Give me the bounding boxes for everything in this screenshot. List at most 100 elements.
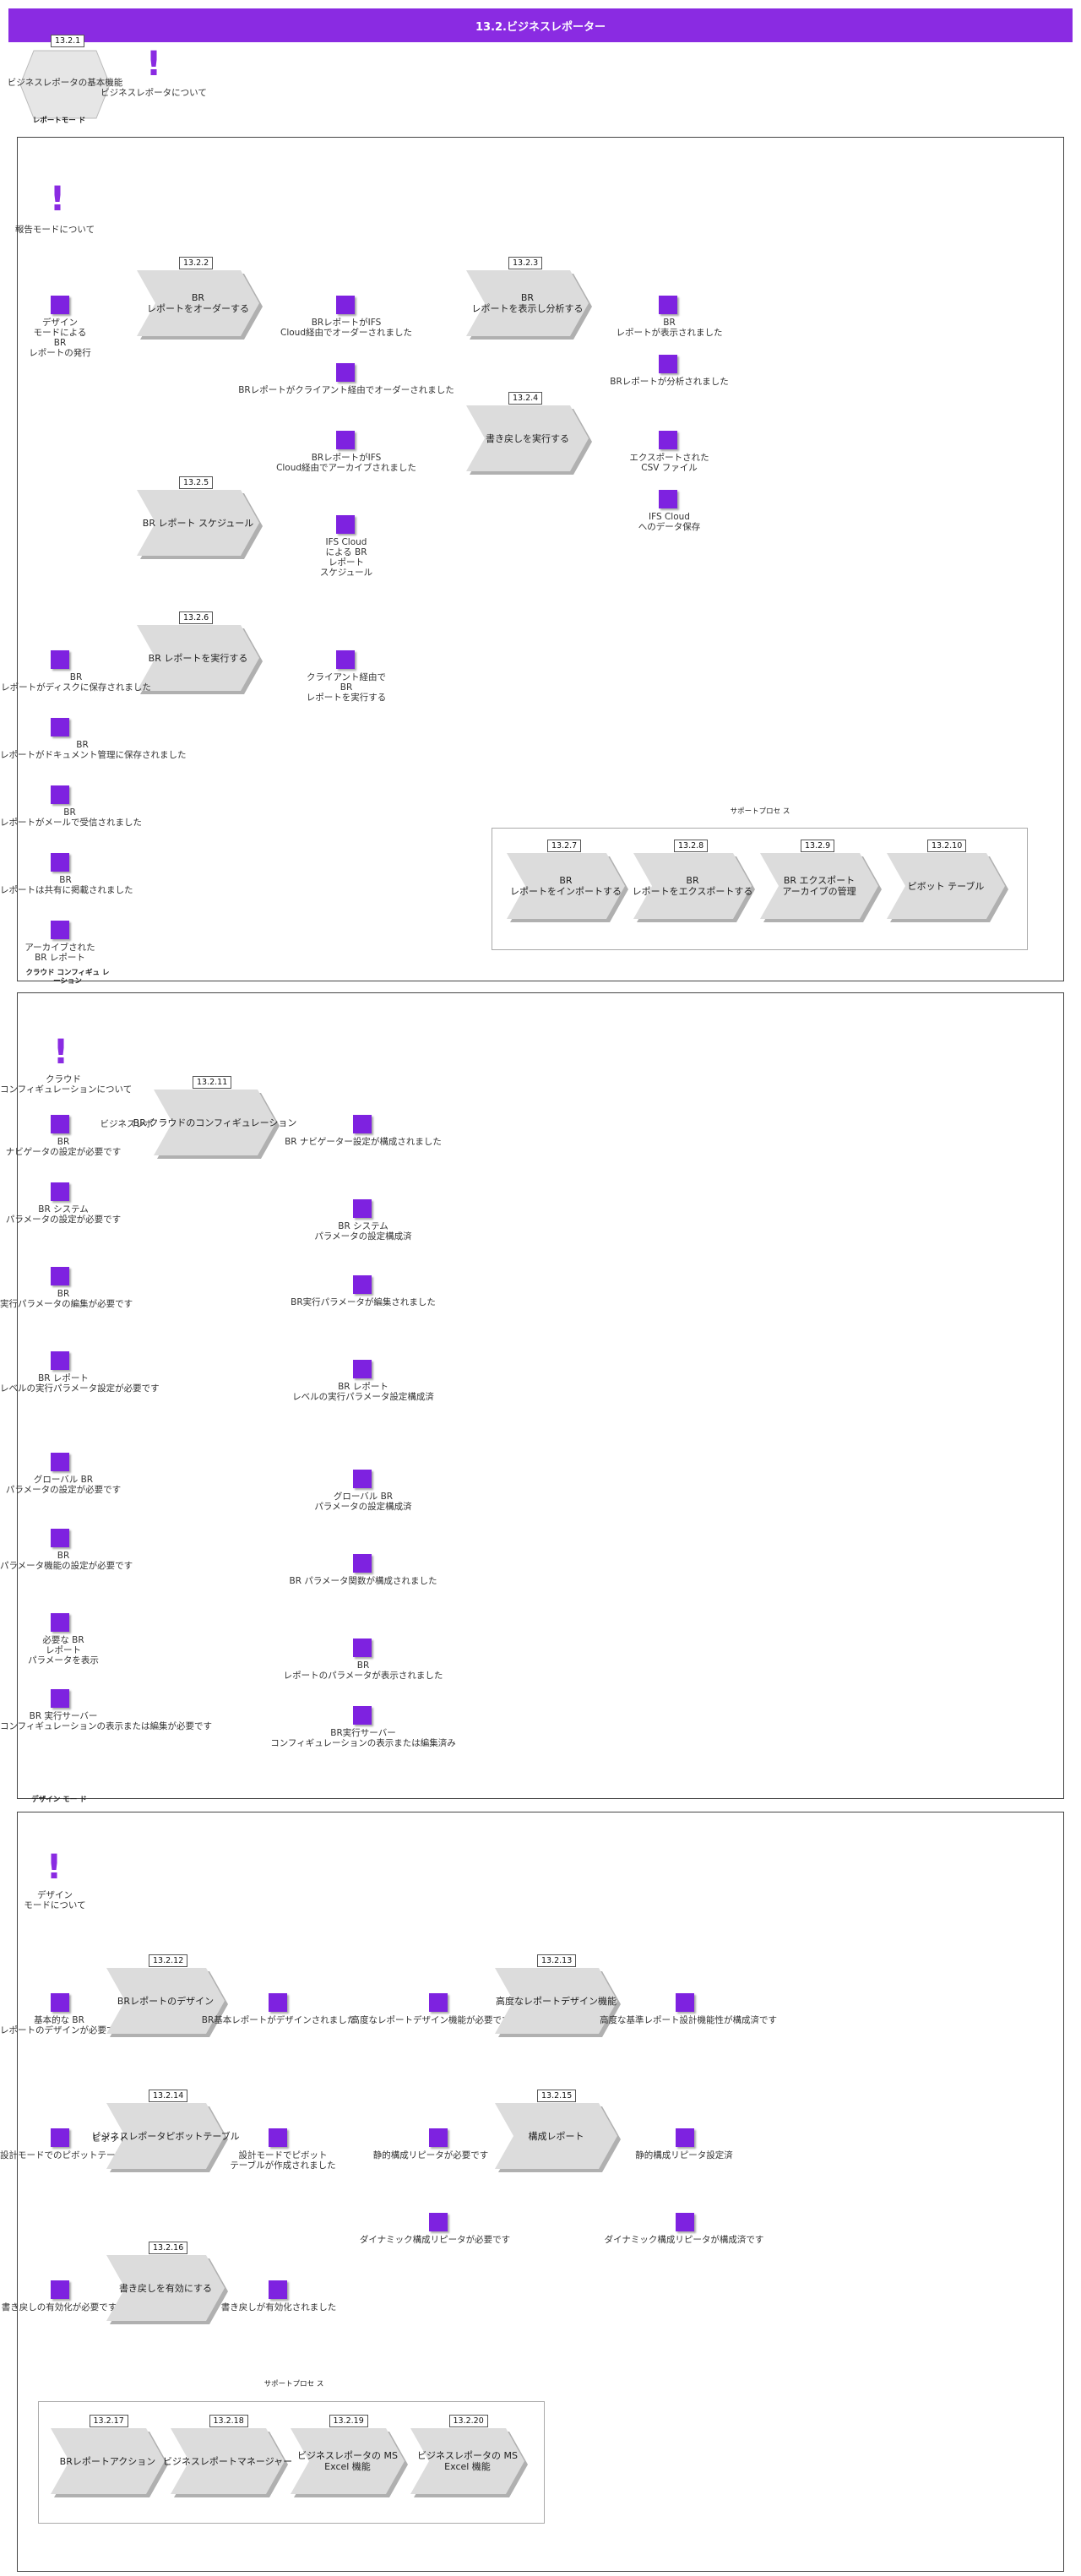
event-label: BRレポートがクライアント経由でオーダーされました — [238, 385, 454, 395]
event-label: BR パラメータ関数が構成されました — [289, 1576, 437, 1586]
event-label: 書き戻しが有効化されました — [220, 2302, 337, 2312]
process-write-back[interactable]: 書き戻しを実行する — [466, 405, 592, 476]
event-output[interactable] — [353, 1470, 372, 1488]
process-advanced-design[interactable]: 高度なレポートデザイン機能 — [495, 1968, 621, 2039]
event-wb-done[interactable] — [269, 2280, 287, 2299]
event-label: BR レポートがドキュメント管理に保存されました — [0, 740, 187, 760]
lane-title-cloud-config: クラウド コンフィギュ レーション — [25, 969, 110, 986]
event-label: グローバル BR パラメータの設定が必要です — [5, 1475, 122, 1495]
support-process[interactable]: BRレポートアクション — [51, 2428, 168, 2499]
event-label: ダイナミック構成リピータが構成済です — [604, 2235, 764, 2245]
event-static-need[interactable] — [429, 2128, 448, 2147]
event-ordered-cloud[interactable] — [336, 296, 355, 314]
event-input[interactable] — [51, 1115, 69, 1133]
event-label: 高度なレポートデザイン機能が必要です — [350, 2015, 511, 2025]
event-scheduled[interactable] — [336, 515, 355, 534]
process-badge: 13.2.12 — [149, 1954, 188, 1967]
process-badge: 13.2.9 — [801, 840, 835, 852]
event-input[interactable] — [51, 1267, 69, 1285]
event-label: BR レポートが表示されました — [616, 318, 723, 338]
start-event[interactable] — [51, 296, 69, 314]
event-output[interactable] — [353, 1639, 372, 1657]
info-icon[interactable]: ! — [52, 1033, 69, 1072]
event-output[interactable] — [353, 1360, 372, 1378]
event-output[interactable] — [353, 1115, 372, 1133]
event-archived-cloud[interactable] — [336, 431, 355, 449]
process-design-report[interactable]: BRレポートのデザイン — [106, 1968, 228, 2039]
support-process[interactable]: BR レポートをエクスポートする — [633, 853, 755, 924]
process-config-report[interactable]: 構成レポート — [495, 2103, 621, 2174]
process-label: ピボット テーブル — [907, 880, 985, 892]
event-output[interactable] — [353, 1554, 372, 1573]
process-schedule[interactable]: BR レポート スケジュール — [137, 490, 263, 561]
event-shared[interactable] — [51, 853, 69, 872]
cloud-info-label: クラウド コンフィギュレーションについて — [0, 1074, 133, 1095]
event-static-done[interactable] — [676, 2128, 694, 2147]
info-icon[interactable]: ! — [49, 180, 66, 219]
event-label: BR ナビゲーター設定が構成されました — [285, 1137, 442, 1147]
event-dynamic-done[interactable] — [676, 2213, 694, 2231]
event-label: 設計モードでピボット テーブルが作成されました — [230, 2150, 336, 2171]
overview-hexagon[interactable] — [19, 49, 111, 120]
event-output[interactable] — [353, 1706, 372, 1725]
event-input[interactable] — [51, 1689, 69, 1708]
event-pivot-done[interactable] — [269, 2128, 287, 2147]
event-mail[interactable] — [51, 785, 69, 804]
process-label: BR クラウドのコンフィギュレーション — [133, 1117, 297, 1128]
process-label: ビジネスレポータピボットテーブル — [91, 2130, 240, 2142]
report-mode-info-label: 報告モードについて — [14, 225, 95, 235]
support-process[interactable]: BR レポートをインポートする — [507, 853, 628, 924]
event-input[interactable] — [51, 1529, 69, 1547]
support-process[interactable]: ビジネスレポートマネージャー — [163, 2428, 292, 2499]
event-csv-exported[interactable] — [659, 431, 677, 449]
process-pivot-table[interactable]: ビジネスレポータピボットテーブル — [91, 2103, 240, 2174]
edge-label: ピボット — [92, 2133, 128, 2144]
event-displayed[interactable] — [659, 296, 677, 314]
info-icon[interactable]: ! — [145, 45, 162, 84]
event-input[interactable] — [51, 1453, 69, 1471]
event-wb-need[interactable] — [51, 2280, 69, 2299]
event-label: BR 実行サーバー コンフィギュレーションの表示または編集が必要です — [0, 1711, 213, 1731]
process-order-report[interactable]: BR レポートをオーダーする — [137, 270, 263, 341]
event-adv-need[interactable] — [429, 1993, 448, 2012]
process-enable-writeback[interactable]: 書き戻しを有効にする — [106, 2255, 228, 2326]
event-designed[interactable] — [269, 1993, 287, 2012]
event-disk[interactable] — [51, 650, 69, 669]
process-cloud-config[interactable]: BR クラウドのコンフィギュレーション — [133, 1090, 297, 1160]
process-badge: 13.2.10 — [927, 840, 967, 852]
event-archived[interactable] — [51, 921, 69, 939]
event-docmgmt[interactable] — [51, 718, 69, 736]
process-run-report[interactable]: BR レポートを実行する — [137, 625, 263, 696]
event-input[interactable] — [51, 1182, 69, 1201]
support-process[interactable]: ピボット テーブル — [887, 853, 1008, 924]
event-label: 書き戻しの有効化が必要です — [1, 2302, 117, 2312]
process-label: BR レポートを表示し分析する — [471, 292, 584, 314]
process-label: BRレポートのデザイン — [117, 1995, 215, 2007]
process-badge: 13.2.7 — [547, 840, 582, 852]
event-output[interactable] — [353, 1199, 372, 1218]
event-run-client[interactable] — [336, 650, 355, 669]
process-badge: 13.2.15 — [537, 2090, 577, 2102]
event-dynamic-need[interactable] — [429, 2213, 448, 2231]
event-analyzed[interactable] — [659, 355, 677, 373]
support-process[interactable]: ビジネスレポータの MS Excel 機能 — [291, 2428, 408, 2499]
process-label: ビジネスレポータの MS Excel 機能 — [417, 2450, 518, 2472]
event-ifs-store[interactable] — [659, 490, 677, 508]
event-pivot-need[interactable] — [51, 2128, 69, 2147]
event-adv-done[interactable] — [676, 1993, 694, 2012]
event-design-need[interactable] — [51, 1993, 69, 2012]
event-input[interactable] — [51, 1613, 69, 1632]
event-output[interactable] — [353, 1275, 372, 1294]
event-input[interactable] — [51, 1351, 69, 1370]
support-process[interactable]: ビジネスレポータの MS Excel 機能 — [410, 2428, 528, 2499]
process-badge: 13.2.5 — [179, 476, 214, 489]
event-ordered-client[interactable] — [336, 363, 355, 382]
event-label: BRレポートが分析されました — [610, 377, 729, 387]
support-title: サポートプロセ ス — [730, 807, 790, 816]
overview-info-label: ビジネスレポータについて — [100, 88, 207, 98]
info-icon[interactable]: ! — [46, 1848, 62, 1887]
process-badge: 13.2.8 — [674, 840, 709, 852]
support-process[interactable]: BR エクスポート アーカイブの管理 — [760, 853, 882, 924]
process-label: 書き戻しを有効にする — [118, 2282, 213, 2294]
process-view-analyze[interactable]: BR レポートを表示し分析する — [466, 270, 592, 341]
